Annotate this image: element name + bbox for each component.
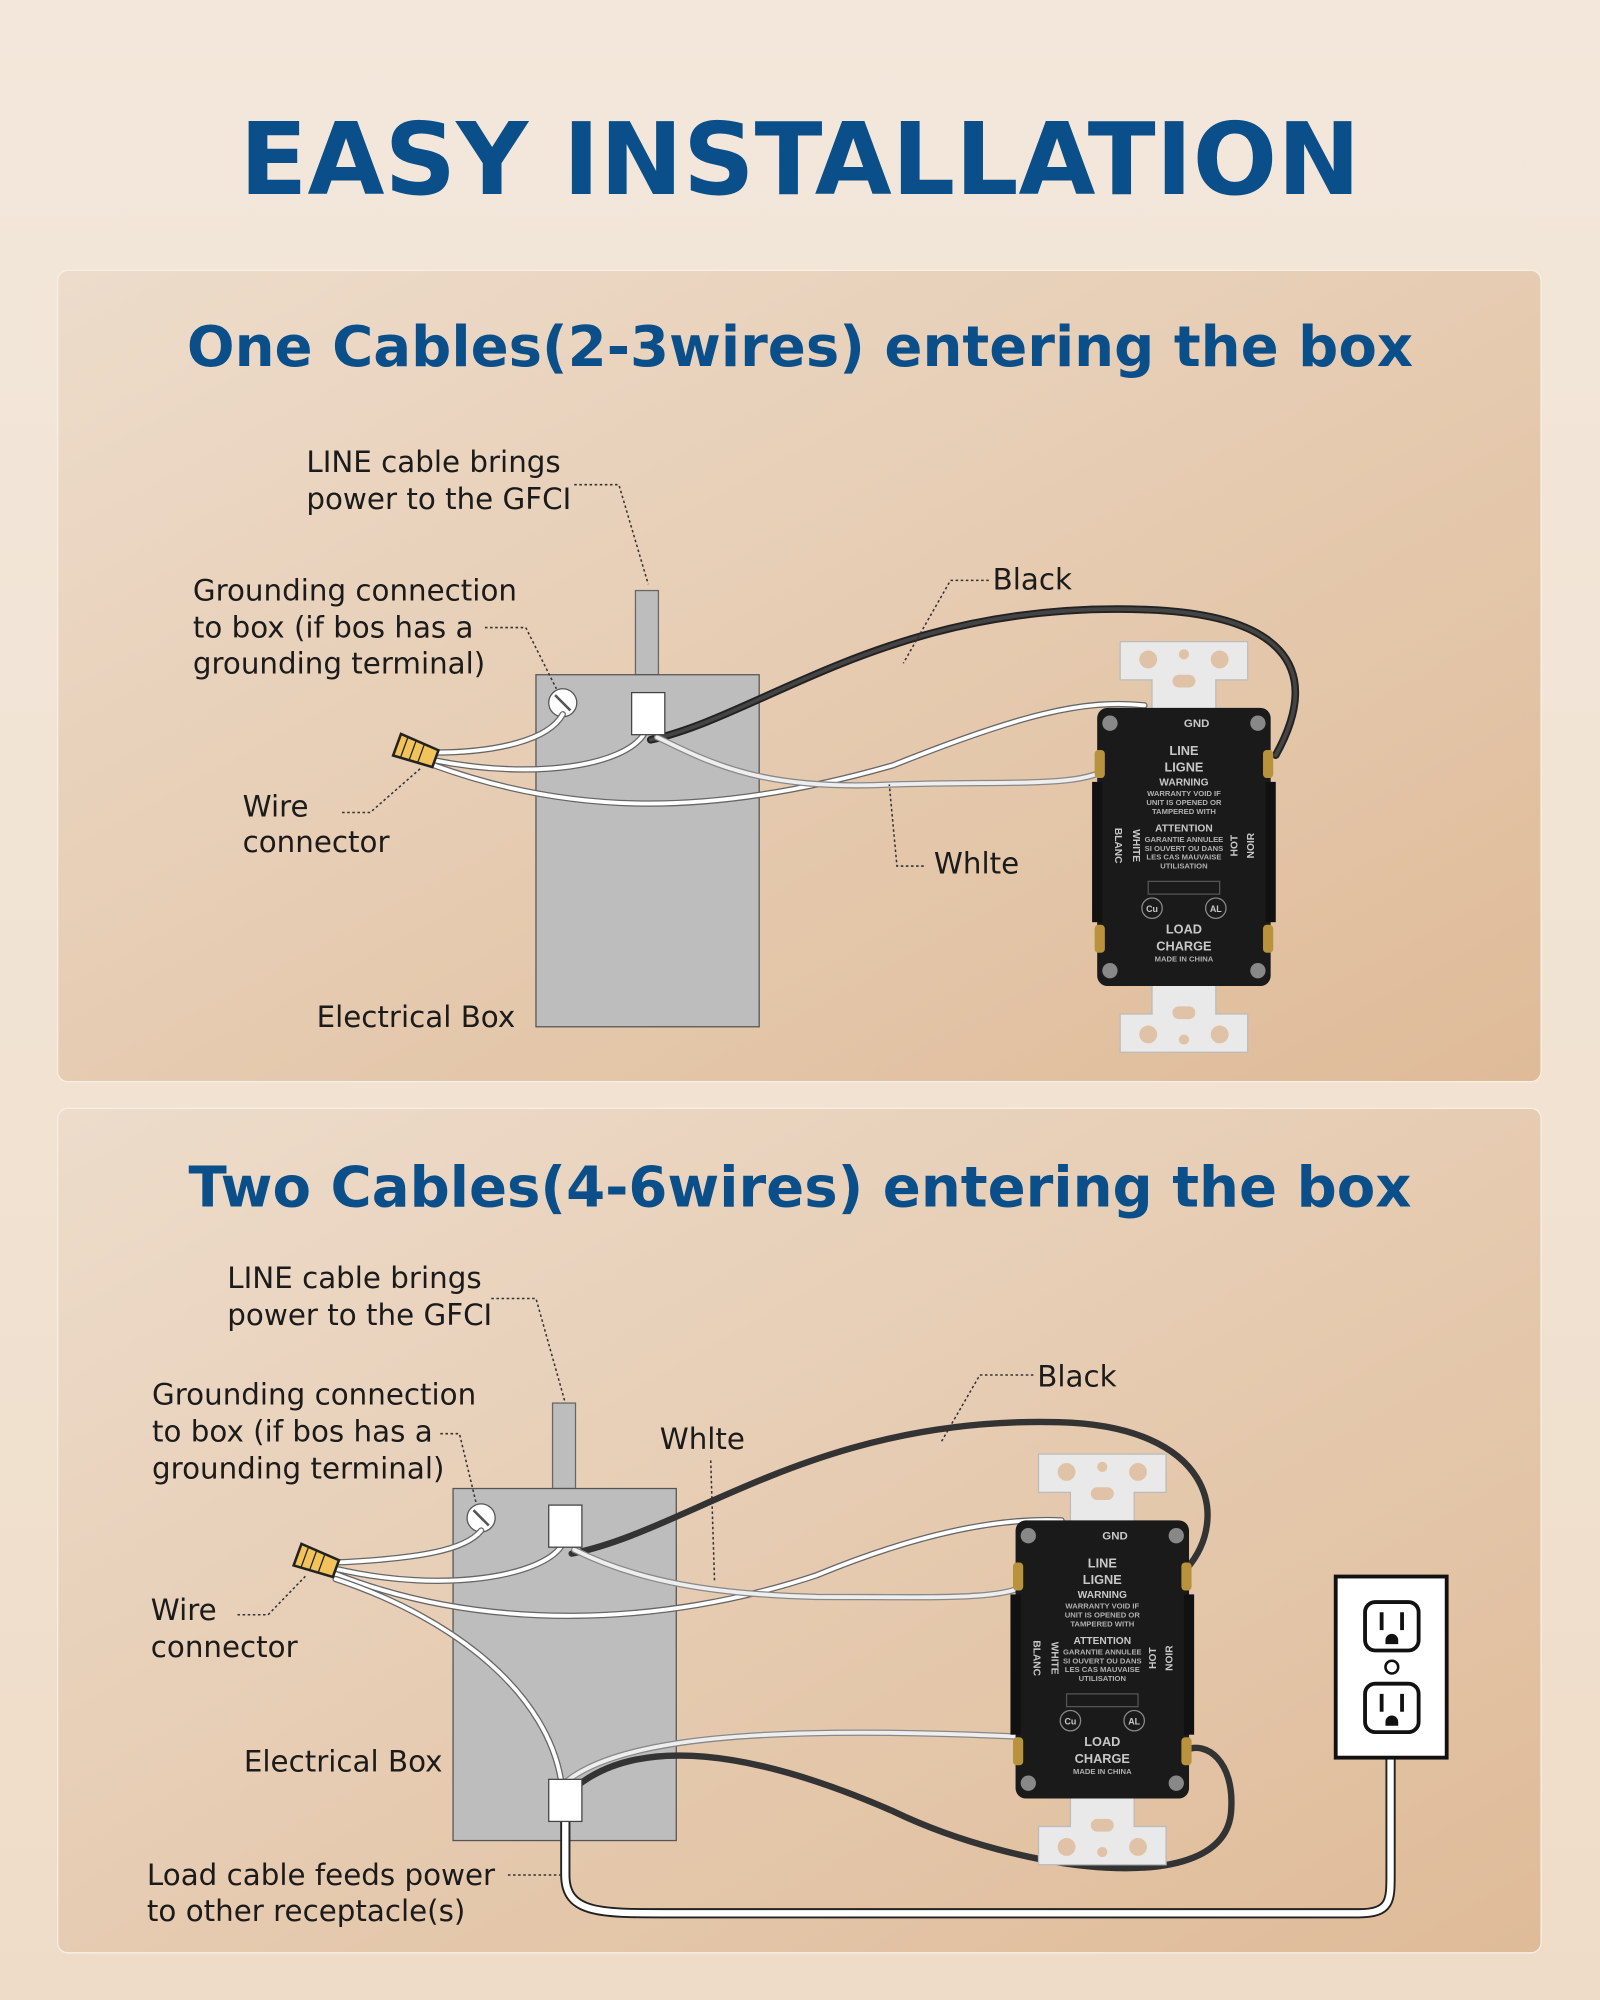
gfci-noir-label: NOIR [1164,1645,1175,1671]
gfci-gnd-label: GND [1102,1531,1128,1543]
line-terminal [630,691,666,736]
gfci-al-label: AL [1210,904,1222,914]
line-cable-conduit [634,589,660,676]
gfci-warning-text: TAMPERED WITH [1070,1619,1134,1628]
gfci-noir-label: NOIR [1246,832,1257,858]
gfci-load-label: LOAD [1084,1734,1120,1749]
gfci-line-label: LINE [1088,1556,1117,1571]
black-wire-label: Black [1037,1359,1116,1393]
gfci-attention-text: SI OUVERT OU DANS [1145,844,1224,853]
gfci-charge-label: CHARGE [1156,938,1211,953]
gfci-blanc-label: BLANC [1030,1640,1041,1676]
gfci-ligne-label: LIGNE [1083,1572,1122,1587]
gfci-made-in-label: MADE IN CHINA [1155,955,1214,964]
gfci-load-label: LOAD [1166,922,1202,937]
gfci-attention-text: UTILISATION [1079,1674,1126,1683]
wire-connector-icon [291,1542,341,1579]
leader-line [574,483,649,585]
standard-outlet-icon [1333,1574,1449,1760]
line-cable-conduit [551,1402,577,1490]
gfci-receptacle: GND LINE LIGNE WARNING WARRANTY VOID IF … [1010,1454,1194,1865]
gfci-warning-text: WARRANTY VOID IF [1065,1601,1139,1610]
gfci-hot-label: HOT [1148,1647,1159,1669]
panel-heading: Two Cables(4-6wires) entering the box [189,1156,1412,1221]
gfci-white-label: WHITE [1130,829,1141,862]
gfci-warning-label: WARNING [1159,778,1208,789]
gfci-attention-text: GARANTIE ANNULEE [1145,835,1224,844]
gfci-attention-text: GARANTIE ANNULEE [1063,1647,1142,1656]
electrical-box-label: Electrical Box [317,1000,516,1034]
wires [430,605,1300,807]
leader-line [484,626,558,690]
wire-connector-icon [391,732,441,769]
gfci-receptacle: GND LINE LIGNE WARNING WARRANTY VOID IF … [1092,642,1276,1053]
gfci-attention-text: UTILISATION [1160,862,1207,871]
gfci-attention-text: SI OUVERT OU DANS [1063,1656,1142,1665]
panel-heading: One Cables(2-3wires) entering the box [187,315,1413,380]
leader-line [902,579,989,664]
page-title: EASY INSTALLATION [240,103,1361,218]
gfci-warning-text: TAMPERED WITH [1152,807,1216,816]
gfci-warning-text: UNIT IS OPENED OR [1065,1610,1141,1619]
gfci-warning-text: WARRANTY VOID IF [1147,789,1221,798]
load-terminal [548,1778,583,1823]
gfci-attention-label: ATTENTION [1074,1636,1132,1647]
gfci-white-label: WHITE [1048,1642,1059,1675]
gfci-line-label: LINE [1169,743,1198,758]
gfci-gnd-label: GND [1184,718,1209,730]
electrical-box-label: Electrical Box [244,1745,443,1779]
gfci-warning-text: UNIT IS OPENED OR [1146,798,1222,807]
gfci-cu-label: Cu [1146,904,1158,914]
gfci-al-label: AL [1128,1716,1140,1726]
gfci-attention-text: LES CAS MAUVAISE [1065,1665,1140,1674]
white-wire-label: Whlte [660,1422,745,1456]
leader-line [888,784,924,867]
leader-line [440,1432,477,1503]
gfci-attention-label: ATTENTION [1155,824,1213,835]
gfci-blanc-label: BLANC [1112,828,1123,864]
gfci-ligne-label: LIGNE [1164,760,1203,775]
leader-line [940,1374,1034,1442]
gfci-cu-label: Cu [1064,1716,1076,1726]
black-wire-label: Black [993,562,1072,596]
white-wire-label: Whlte [934,847,1019,881]
gfci-hot-label: HOT [1230,834,1241,856]
leader-line [237,1574,307,1616]
panel-background [57,1107,1542,1954]
leader-line [342,767,422,814]
gfci-warning-label: WARNING [1078,1590,1127,1601]
line-terminal [548,1504,583,1548]
gfci-charge-label: CHARGE [1075,1751,1130,1766]
panel-two-cables: Two Cables(4-6wires) entering the box [57,1107,1542,1954]
gfci-attention-text: LES CAS MAUVAISE [1146,853,1221,862]
gfci-made-in-label: MADE IN CHINA [1073,1767,1132,1776]
panel-one-cable: One Cables(2-3wires) entering the box LI… [57,269,1542,1083]
wires [332,1418,1396,1919]
